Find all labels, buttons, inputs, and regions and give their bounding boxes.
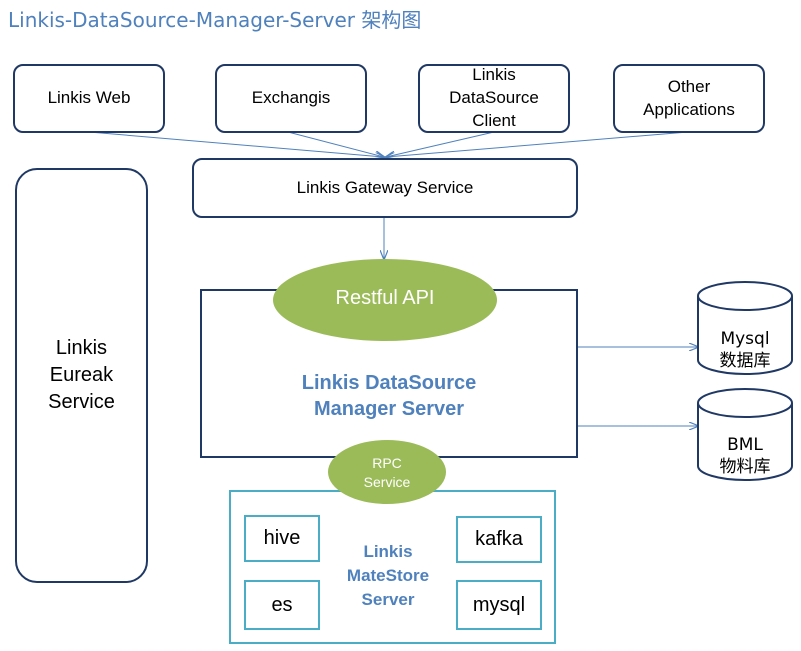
gateway-service-label: Linkis Gateway Service [296, 177, 474, 197]
client-other-applications: Other Applications [613, 64, 765, 133]
metastore-item-kafka-label: kafka [475, 528, 523, 550]
client-exchangis-label: Exchangis [251, 88, 331, 108]
client-linkis-web-label: Linkis Web [47, 88, 131, 108]
restful-api-label: Restful API [335, 287, 435, 309]
arrow-other-apps-to-gateway [386, 131, 689, 157]
metastore-label: Linkis MateStore Server [346, 542, 430, 609]
mysql-db-cylinder [697, 281, 793, 375]
client-linkis-datasource-client-label: Linkis DataSource Client [449, 65, 539, 130]
bml-label: BML 物料库 [719, 435, 771, 478]
restful-api-ellipse [273, 259, 497, 341]
bml-cylinder [697, 388, 793, 481]
metastore-item-es-label: es [271, 593, 293, 616]
rpc-service-ellipse [328, 440, 446, 504]
client-exchangis: Exchangis [215, 64, 367, 133]
client-linkis-datasource-client: Linkis DataSource Client [418, 64, 570, 133]
mysql-db-label: Mysql 数据库 [719, 329, 771, 372]
arrow-client-to-gateway [386, 131, 495, 157]
gateway-service: Linkis Gateway Service [192, 158, 578, 218]
metastore-item-mysql: mysql [456, 580, 542, 630]
metastore-item-hive: hive [244, 515, 320, 562]
arrow-exchangis-to-gateway [287, 131, 384, 157]
metastore-item-hive-label: hive [263, 527, 301, 549]
rpc-service-label: RPC Service [363, 455, 411, 490]
client-linkis-web: Linkis Web [13, 64, 165, 133]
metastore-item-kafka: kafka [456, 516, 542, 563]
arrow-linkis-web-to-gateway [88, 131, 384, 157]
metastore-item-mysql-label: mysql [472, 593, 526, 616]
client-other-applications-label: Other Applications [643, 77, 735, 119]
eureka-service-label: Linkis Eureak Service [48, 337, 115, 413]
diagram-title: Linkis-DataSource-Manager-Server 架构图 [8, 8, 422, 32]
eureka-service: Linkis Eureak Service [15, 168, 148, 583]
metastore-item-es: es [244, 580, 320, 630]
dsm-server-label: Linkis DataSource Manager Server [301, 372, 477, 420]
